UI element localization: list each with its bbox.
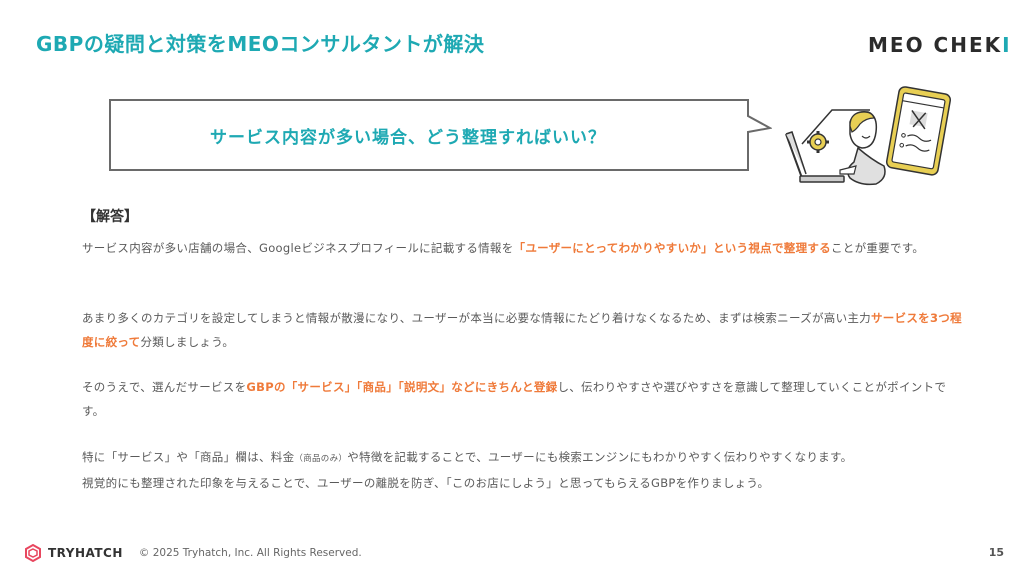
paragraph-text: あまり多くのカテゴリを設定してしまうと情報が散漫になり、ユーザーが本当に必要な情… — [82, 311, 871, 325]
small-note-text: （商品のみ） — [294, 454, 348, 464]
highlight-text: GBPの「サービス」「商品」「説明文」などにきちんと登録 — [246, 380, 558, 394]
paragraph-text: サービス内容が多い店舗の場合、Googleビジネスプロフィールに記載する情報を — [82, 241, 514, 255]
paragraph-text: や特徴を記載することで、ユーザーにも検索エンジンにもわかりやすく伝わりやすくなり… — [347, 450, 853, 464]
tryhatch-logo-icon — [25, 544, 41, 562]
speech-bubble-outline-icon — [109, 99, 772, 171]
question-text: サービス内容が多い場合、どう整理すればいい？ — [210, 127, 606, 148]
answer-paragraph-3: そのうえで、選んだサービスをGBPの「サービス」「商品」「説明文」などにきちんと… — [82, 375, 962, 423]
paragraph-text: そのうえで、選んだサービスを — [82, 380, 247, 394]
question-speech-bubble: サービス内容が多い場合、どう整理すればいい？ — [108, 98, 772, 172]
page-number: 15 — [988, 546, 1004, 559]
paragraph-text: ことが重要です。 — [830, 241, 925, 255]
paragraph-text: 特に「サービス」や「商品」欄は、料金 — [82, 450, 295, 464]
highlight-text: 「ユーザーにとってわかりやすいか」という視点で整理する — [513, 241, 831, 255]
logo-text: MEO CHE — [868, 33, 985, 57]
logo-text-k: K — [984, 33, 1003, 57]
paragraph-text: し、伝わりやすさや選びやすさを意識して整理していくことがポイントです。 — [82, 380, 947, 418]
answer-heading: 【解答】 — [82, 209, 138, 225]
highlight-text: サービスを3つ程度に絞って — [82, 311, 962, 349]
logo-text-i-accent: I — [1002, 33, 1012, 57]
footer-copyright: © 2025 Tryhatch, Inc. All Rights Reserve… — [138, 547, 362, 559]
laptop-icon — [785, 131, 845, 183]
paragraph-text: 分類しましょう。 — [140, 335, 235, 349]
footer: TRYHATCH © 2025 Tryhatch, Inc. All Right… — [24, 544, 362, 562]
answer-paragraph-2: あまり多くのカテゴリを設定してしまうと情報が散漫になり、ユーザーが本当に必要な情… — [82, 306, 962, 354]
page-title: GBPの疑問と対策をMEOコンサルタントが解決 — [36, 32, 485, 56]
gear-icon — [807, 131, 829, 153]
answer-paragraph-4: 特に「サービス」や「商品」欄は、料金（商品のみ）や特徴を記載することで、ユーザー… — [82, 445, 962, 495]
answer-paragraph-1: サービス内容が多い店舗の場合、Googleビジネスプロフィールに記載する情報を「… — [82, 236, 962, 260]
smartphone-icon — [885, 86, 952, 176]
consultant-illustration — [780, 82, 970, 194]
paragraph-text-line-2: 視覚的にも整理された印象を与えることで、ユーザーの離脱を防ぎ、「このお店にしよう… — [82, 476, 770, 490]
footer-brand: TRYHATCH — [48, 546, 123, 560]
person-icon — [839, 110, 886, 186]
